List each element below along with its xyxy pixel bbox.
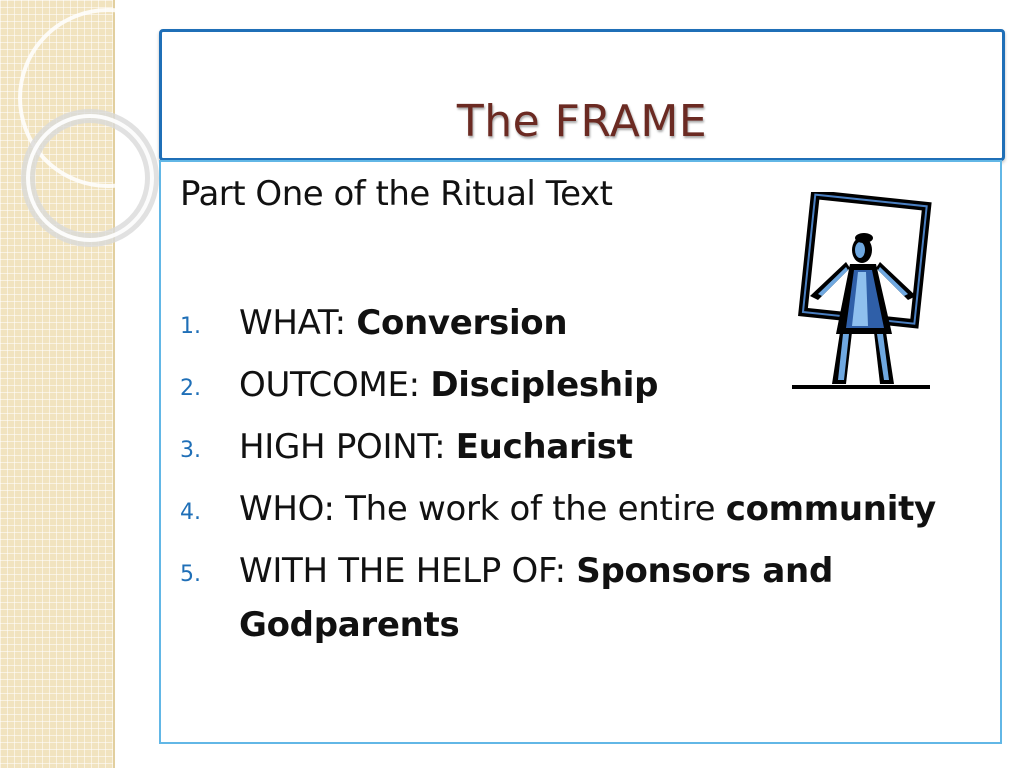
strip-edge-line [113,0,115,768]
bullet-list: 1. WHAT: Conversion 2. OUTCOME: Disciple… [180,296,960,660]
slide-subtitle: Part One of the Ritual Text [180,174,613,214]
item-emphasis: Discipleship [430,365,659,405]
item-label: WITH THE HELP OF: [239,551,577,591]
item-label: OUTCOME: [239,365,431,405]
list-item: 1. WHAT: Conversion [180,296,960,350]
item-emphasis: Sponsors and Godparents [239,551,833,645]
list-item: 4. WHO: The work of the entire community [180,482,960,536]
slide-title: The FRAME [456,96,708,147]
list-number: 2. [180,376,201,401]
list-number: 4. [180,500,201,525]
item-label: WHAT: [239,303,357,343]
list-item: 3. HIGH POINT: Eucharist [180,420,960,474]
item-label: WHO: The work of the entire [239,489,726,529]
list-item: 5. WITH THE HELP OF: Sponsors and Godpar… [180,544,960,652]
title-box: The FRAME [159,29,1005,161]
person-holding-frame-icon [792,192,932,389]
item-label: HIGH POINT: [239,427,456,467]
list-item: 2. OUTCOME: Discipleship [180,358,960,412]
list-number: 3. [180,438,201,463]
list-number: 5. [180,562,201,587]
list-number: 1. [180,314,201,339]
item-emphasis: community [725,489,936,529]
item-emphasis: Eucharist [455,427,633,467]
item-emphasis: Conversion [356,303,568,343]
